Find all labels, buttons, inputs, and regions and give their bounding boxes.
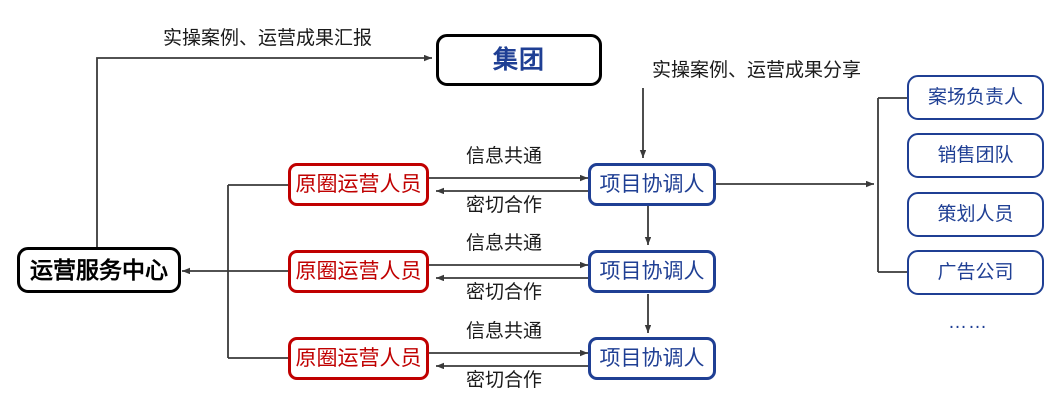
node-original-staff-1[interactable]: 原圈运营人员 xyxy=(288,163,429,206)
node-role-site-manager[interactable]: 案场负责人 xyxy=(907,75,1044,120)
wire-center-to-group xyxy=(96,54,432,247)
node-coordinator-3[interactable]: 项目协调人 xyxy=(588,337,716,380)
node-role-ad-agency[interactable]: 广告公司 xyxy=(907,250,1044,295)
node-role-site-manager-label: 案场负责人 xyxy=(927,87,1023,108)
edge-label-row3-info: 信息共通 xyxy=(466,321,543,342)
node-original-staff-3[interactable]: 原圈运营人员 xyxy=(288,337,429,380)
edge-label-row1-info: 信息共通 xyxy=(466,146,543,167)
node-service-center[interactable]: 运营服务中心 xyxy=(17,247,181,293)
edge-label-report-to-group: 实操案例、运营成果汇报 xyxy=(163,28,373,49)
edge-label-row1-coop: 密切合作 xyxy=(466,195,543,216)
node-group[interactable]: 集团 xyxy=(436,34,602,86)
node-coordinator-1-label: 项目协调人 xyxy=(599,173,705,196)
node-coordinator-3-label: 项目协调人 xyxy=(599,347,705,370)
edge-label-row2-info: 信息共通 xyxy=(466,233,543,254)
node-role-sales-team-label: 销售团队 xyxy=(937,145,1014,166)
edge-label-row2-coop: 密切合作 xyxy=(466,282,543,303)
node-coordinator-2[interactable]: 项目协调人 xyxy=(588,250,716,293)
node-original-staff-2-label: 原圈运营人员 xyxy=(295,260,422,283)
node-original-staff-3-label: 原圈运营人员 xyxy=(295,347,422,370)
edge-label-row3-coop: 密切合作 xyxy=(466,370,543,391)
node-original-staff-1-label: 原圈运营人员 xyxy=(295,173,422,196)
node-original-staff-2[interactable]: 原圈运营人员 xyxy=(288,250,429,293)
node-group-label: 集团 xyxy=(492,45,545,74)
node-role-ad-agency-label: 广告公司 xyxy=(937,262,1014,283)
right-roles-more-ellipsis: …… xyxy=(948,312,988,333)
node-coordinator-1[interactable]: 项目协调人 xyxy=(588,163,716,206)
node-role-sales-team[interactable]: 销售团队 xyxy=(907,133,1044,178)
node-coordinator-2-label: 项目协调人 xyxy=(599,260,705,283)
node-role-planner-label: 策划人员 xyxy=(937,204,1014,225)
node-service-center-label: 运营服务中心 xyxy=(30,256,168,283)
edge-label-share-from-group: 实操案例、运营成果分享 xyxy=(652,60,862,81)
node-role-planner[interactable]: 策划人员 xyxy=(907,192,1044,237)
